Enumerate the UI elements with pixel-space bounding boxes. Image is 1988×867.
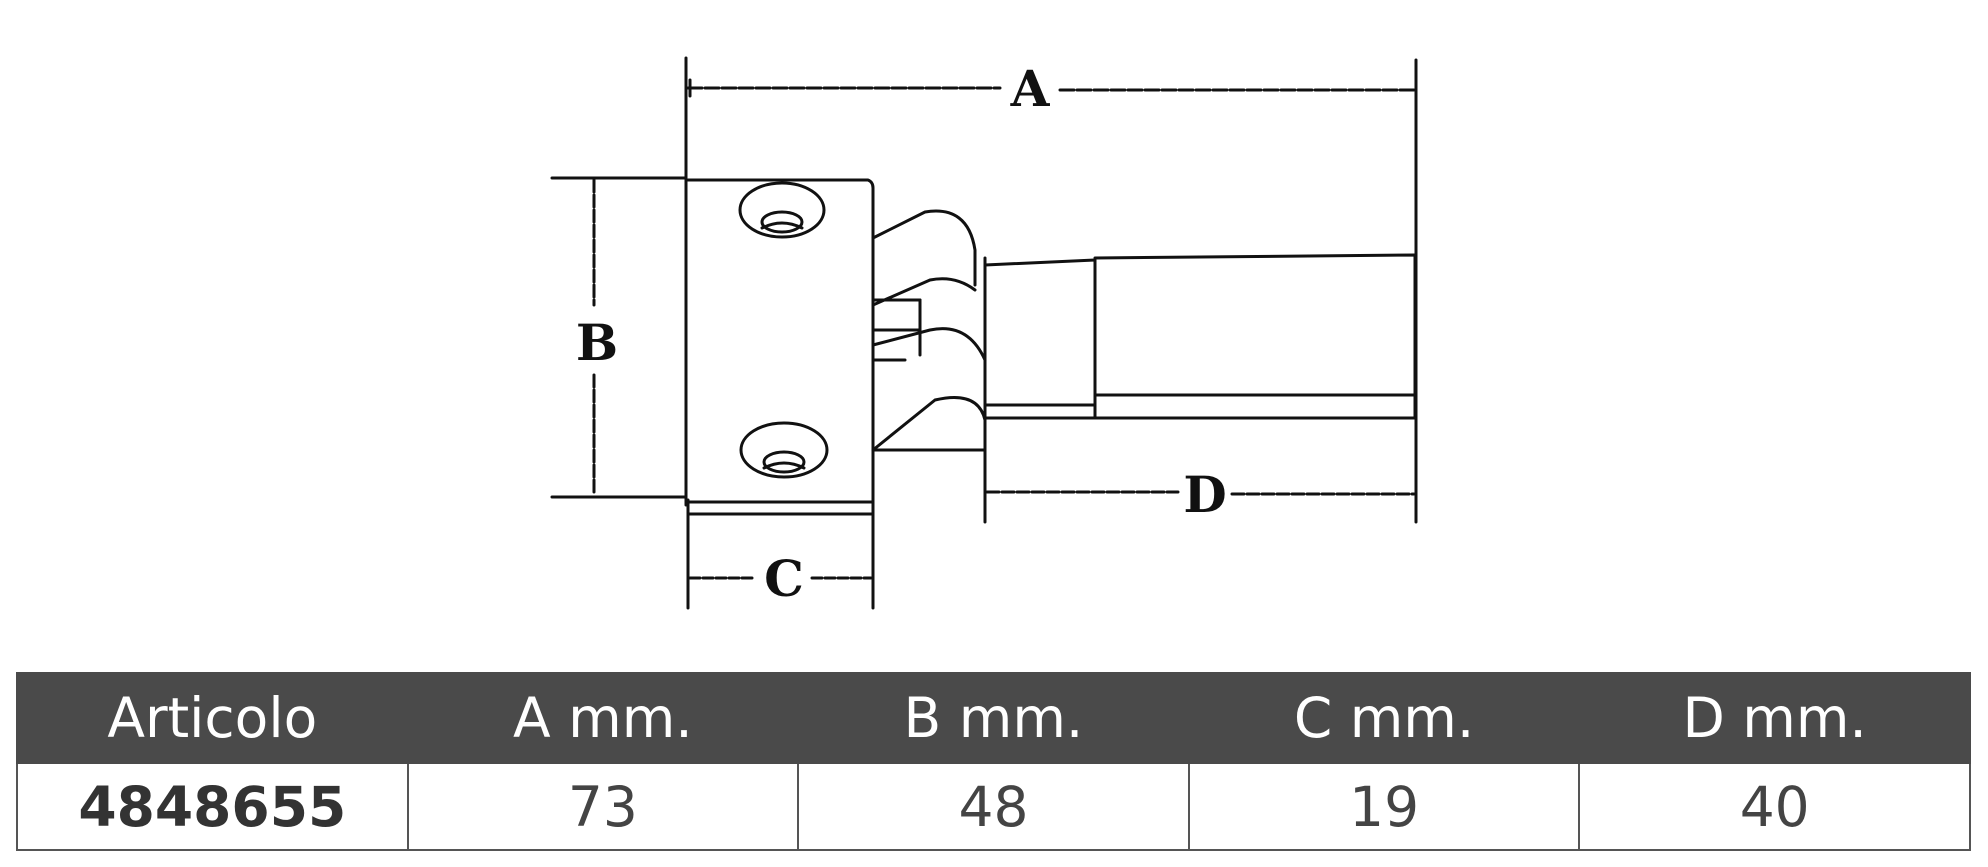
header-a-mm: A mm. — [406, 672, 800, 764]
cell-d-mm: 40 — [1578, 762, 1971, 851]
header-articolo: Articolo — [16, 672, 409, 764]
cell-articolo: 4848655 — [16, 762, 409, 851]
header-d-mm: D mm. — [1578, 672, 1971, 764]
table-row: 4848655 73 48 19 40 — [16, 762, 1971, 851]
base-plate — [686, 178, 875, 504]
cell-c-mm: 19 — [1187, 762, 1581, 851]
screw-hole-bottom — [739, 421, 829, 479]
header-c-mm: C mm. — [1187, 672, 1581, 764]
cell-a-mm: 73 — [406, 762, 800, 851]
dimension-c-label: C — [764, 549, 804, 608]
hinge-knuckle-top — [871, 209, 977, 287]
hinge-knuckle-bottom — [871, 396, 987, 452]
screw-hole-top — [738, 181, 826, 239]
cell-b-mm: 48 — [797, 762, 1190, 851]
hinge-pin-block — [983, 258, 1097, 420]
hinge-technical-drawing: A B C D — [550, 56, 1418, 610]
dimension-b-label: B — [576, 313, 618, 372]
spec-table-header-row: Articolo A mm. B mm. C mm. D mm. — [16, 672, 1971, 764]
header-b-mm: B mm. — [797, 672, 1190, 764]
dimension-d-label: D — [1183, 465, 1226, 524]
dimension-a-label: A — [1010, 59, 1051, 118]
spec-table: Articolo A mm. B mm. C mm. D mm. 4848655… — [16, 672, 1971, 851]
